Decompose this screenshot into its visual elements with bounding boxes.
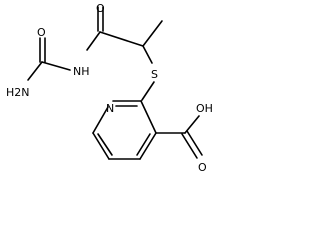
bond-nh-urea-c [41, 61, 71, 71]
bond-urea-c-nh2 [27, 61, 43, 81]
bond-ch-s [142, 45, 153, 64]
ring-bond-c4-c3 [139, 132, 157, 160]
atom-label-thioether-s: S [151, 68, 158, 81]
ring-bond-c3-c2 [140, 100, 157, 134]
chemical-structure: O NH O H2N S N OH O [6, 2, 213, 174]
ring-bond-c6-c5-inner [97, 133, 113, 156]
atom-label-carbonyl-o: O [96, 2, 105, 15]
atom-label-urea-o: O [37, 26, 46, 39]
ring-bond-c6-c5 [92, 132, 110, 160]
ring-bond-c4-c3-inner [136, 133, 151, 156]
bond-acid-co-double-a [181, 133, 198, 159]
bond-acid-co-double-b [186, 130, 203, 156]
atom-label-pyridine-n: N [106, 102, 114, 115]
bond-acid-c-oh [184, 115, 200, 134]
atom-label-amine-nh2: H2N [6, 86, 30, 99]
atom-label-amide-nh: NH [73, 65, 90, 78]
bond-s-ring [141, 81, 155, 101]
bond-ch-methyl [142, 20, 163, 47]
bond-carbonyl-nh [86, 31, 101, 51]
atom-label-acid-oh: OH [196, 102, 213, 115]
ring-bond-n-c6 [92, 106, 109, 134]
atom-label-acid-o: O [198, 161, 207, 174]
bond-carbonyl-ch [99, 31, 144, 47]
